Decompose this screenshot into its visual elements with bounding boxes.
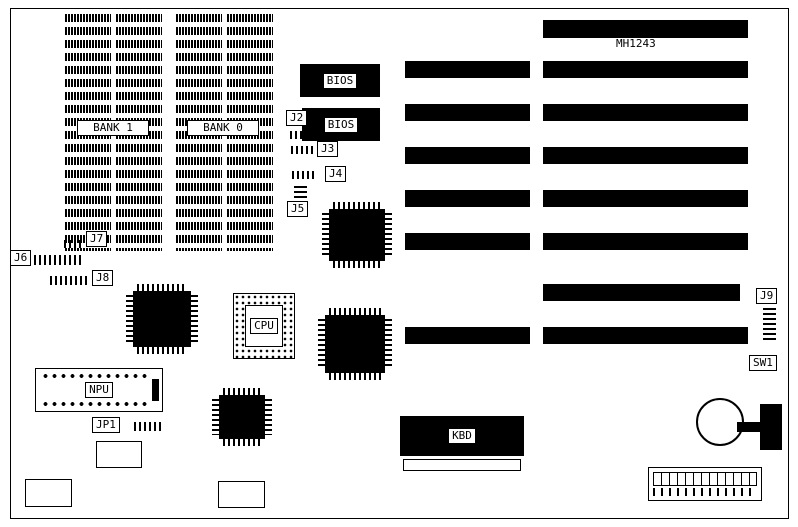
qfp-chip-3 [318,308,392,380]
jumper-j4-pins [292,171,314,179]
npu-socket: NPU [35,368,163,412]
npu-pinrow-bottom [41,400,148,408]
jumper-j8-label: J8 [92,270,114,286]
chip-pins-bottom [137,347,187,354]
chip-pins-bottom [223,439,261,446]
jumper-j3-pins [291,146,313,154]
chip-body [219,395,265,439]
kbd-label: KBD [448,428,476,444]
jumper-j2-pins [290,131,312,139]
npu-pinrow-top [41,372,148,380]
connector-1 [96,441,142,468]
chip-body [329,209,385,261]
isa-slot-3-left [405,104,530,121]
isa-slot-2-left [405,61,530,78]
bios-chip-1: BIOS [300,64,380,97]
jumper-j6-label: J6 [10,250,32,266]
chip-pins-right [385,213,392,257]
power-component [760,404,782,450]
battery-lead [737,422,771,432]
isa-slot-3-right [543,104,748,121]
jumper-jp1-pins [134,422,162,431]
jumper-j3-label: J3 [317,141,339,157]
qfp-chip-1 [322,202,392,268]
cpu-socket-inner: CPU [245,305,283,347]
jumper-j9-pins [763,308,776,342]
chip-pins-left [212,399,219,435]
qfp-chip-4 [212,388,272,446]
jumper-j5-pins [294,186,307,198]
chip-pins-bottom [329,373,381,380]
chip-pins-top [223,388,261,395]
isa-slot-4-right [543,147,748,164]
isa-slot-8-right [543,327,748,344]
jumper-j4-label: J4 [325,166,347,182]
jumper-j8-pins [50,276,90,285]
npu-label: NPU [85,382,113,398]
bios-chip-2: BIOS [302,108,380,141]
chip-pins-left [322,213,329,257]
jumper-jp1-label: JP1 [92,417,120,433]
chip-body [325,315,385,373]
chip-pins-right [385,319,392,369]
isa-slot-1 [543,20,748,38]
part-number-text: MH1243 [616,37,656,50]
kbd-chip: KBD [400,416,524,456]
isa-slot-8-left [405,327,530,344]
chip-pins-top [333,202,381,209]
connector-2 [25,479,72,507]
npu-notch [152,379,159,401]
bios2-label: BIOS [323,116,359,133]
isa-slot-2-right [543,61,748,78]
isa-slot-4-left [405,147,530,164]
isa-slot-6-right [543,233,748,250]
jumper-j2-label: J2 [286,110,308,126]
jumper-j7-label: J7 [86,231,108,247]
dip-switch-cells [653,472,757,486]
dip-switch-ticks [653,488,757,496]
isa-slot-5-left [405,190,530,207]
kbd-connector [403,459,521,471]
qfp-chip-2 [126,284,198,354]
chip-pins-bottom [333,261,381,268]
jumper-j6-pins [34,255,84,265]
chip-pins-left [126,295,133,343]
bios1-label: BIOS [322,72,358,89]
bank0-label: BANK 0 [187,120,259,136]
chip-pins-top [137,284,187,291]
isa-slot-5-right [543,190,748,207]
chip-pins-right [265,399,272,435]
chip-body [133,291,191,347]
chip-pins-top [329,308,381,315]
jumper-j5-label: J5 [287,201,309,217]
jumper-j7-pins [64,240,84,248]
cpu-socket: CPU [233,293,295,359]
jumper-j9-label: J9 [756,288,778,304]
cpu-label: CPU [250,318,278,334]
bank1-label: BANK 1 [77,120,149,136]
connector-3 [218,481,265,508]
chip-pins-right [191,295,198,343]
dip-switch-block [648,467,762,501]
isa-slot-7 [543,284,740,301]
sw1-label: SW1 [749,355,777,371]
chip-pins-left [318,319,325,369]
isa-slot-6-left [405,233,530,250]
